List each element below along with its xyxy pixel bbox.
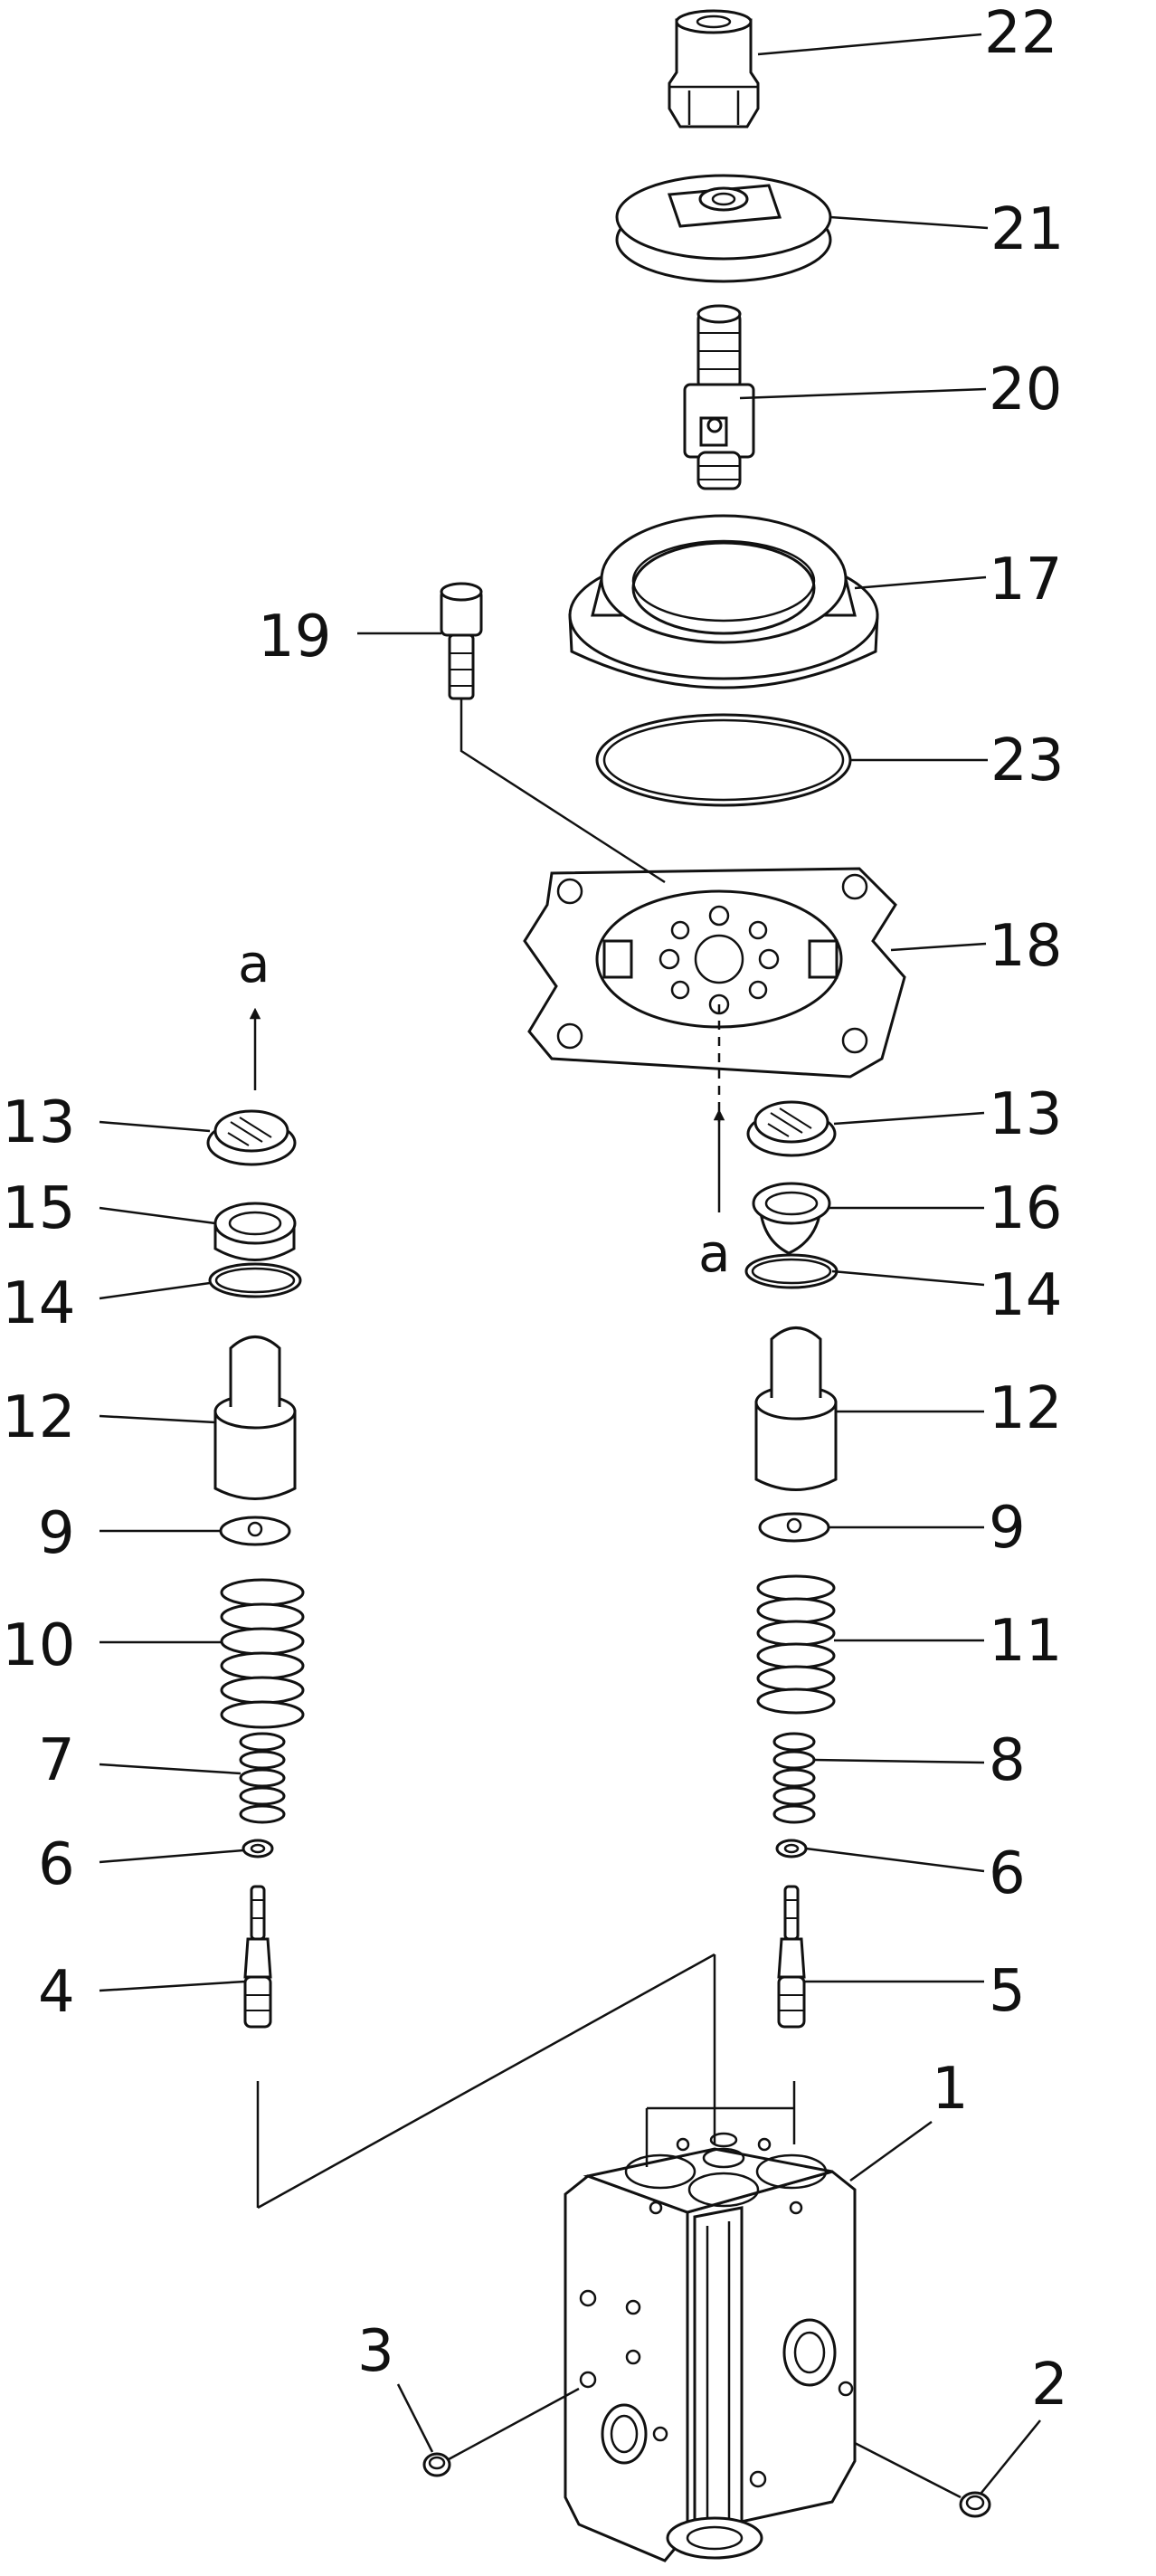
part-21-plate	[615, 174, 832, 283]
part-13-left-plug	[206, 1109, 297, 1166]
callout-14-left: 14	[2, 1270, 75, 1337]
callout-4: 4	[38, 1959, 75, 2026]
part-1-valve-body	[564, 2132, 857, 2562]
part-7-spring	[239, 1732, 286, 1824]
callout-13-right: 13	[989, 1081, 1062, 1148]
flow-label-right: a	[698, 1222, 731, 1284]
part-11-spring	[756, 1574, 836, 1715]
part-6-left-ring	[242, 1839, 274, 1858]
part-9-left-washer	[219, 1516, 291, 1546]
part-9-right-washer	[758, 1512, 830, 1543]
callout-20: 20	[989, 356, 1062, 423]
flow-label-left: a	[238, 933, 270, 994]
flow-arrow-left: a	[238, 933, 270, 1090]
callout-13-left: 13	[2, 1089, 75, 1156]
part-12-left-piston	[213, 1336, 297, 1500]
callout-9-left: 9	[38, 1500, 75, 1567]
callout-7: 7	[38, 1727, 75, 1794]
callout-15: 15	[2, 1175, 75, 1242]
callout-3: 3	[357, 2318, 394, 2385]
callout-18: 18	[989, 913, 1062, 980]
callout-5: 5	[989, 1958, 1026, 2025]
part-23-o-ring	[595, 713, 852, 807]
part-18-plate	[523, 867, 906, 1079]
callout-6-left: 6	[38, 1831, 75, 1898]
part-5-spool	[777, 1885, 806, 2029]
part-12-right-piston	[754, 1326, 838, 1491]
leader-lines	[99, 33, 1041, 2499]
callout-8: 8	[989, 1727, 1026, 1794]
assembly-lines	[256, 699, 796, 2210]
callout-19: 19	[258, 604, 331, 670]
part-22-fitting	[668, 9, 760, 128]
callout-21: 21	[990, 196, 1064, 263]
callout-10: 10	[2, 1612, 75, 1679]
part-8-spring	[772, 1732, 816, 1824]
part-4-spool	[243, 1885, 272, 2029]
part-16-seal	[752, 1182, 831, 1255]
part-13-right-plug	[746, 1100, 837, 1157]
callout-23: 23	[990, 727, 1064, 794]
part-14-left-o-ring	[208, 1262, 302, 1298]
callout-16: 16	[989, 1175, 1062, 1242]
part-10-spring	[220, 1578, 305, 1729]
part-14-right-o-ring	[744, 1253, 839, 1289]
callout-17: 17	[989, 547, 1062, 613]
part-15-seal	[213, 1202, 297, 1261]
part-2-plug	[959, 2491, 991, 2518]
callout-11: 11	[989, 1608, 1062, 1675]
part-20-joint	[683, 304, 755, 490]
part-17-cover	[568, 514, 879, 689]
callout-6-right: 6	[989, 1840, 1026, 1907]
callout-9-right: 9	[989, 1495, 1026, 1562]
callouts: 22 21 20 17 19 23 18 13 15 14 12 9 10 7 …	[2, 0, 1068, 2419]
callout-1: 1	[932, 2056, 969, 2123]
flow-arrow-right: a	[698, 1108, 731, 1284]
callout-22: 22	[984, 0, 1057, 67]
callout-14-right: 14	[989, 1262, 1062, 1329]
part-3-plug	[422, 2452, 451, 2477]
callout-12-left: 12	[2, 1384, 75, 1451]
part-6-right-ring	[775, 1839, 808, 1858]
callout-12-right: 12	[989, 1375, 1062, 1442]
callout-2: 2	[1031, 2352, 1068, 2419]
part-19-bolt	[440, 582, 483, 700]
